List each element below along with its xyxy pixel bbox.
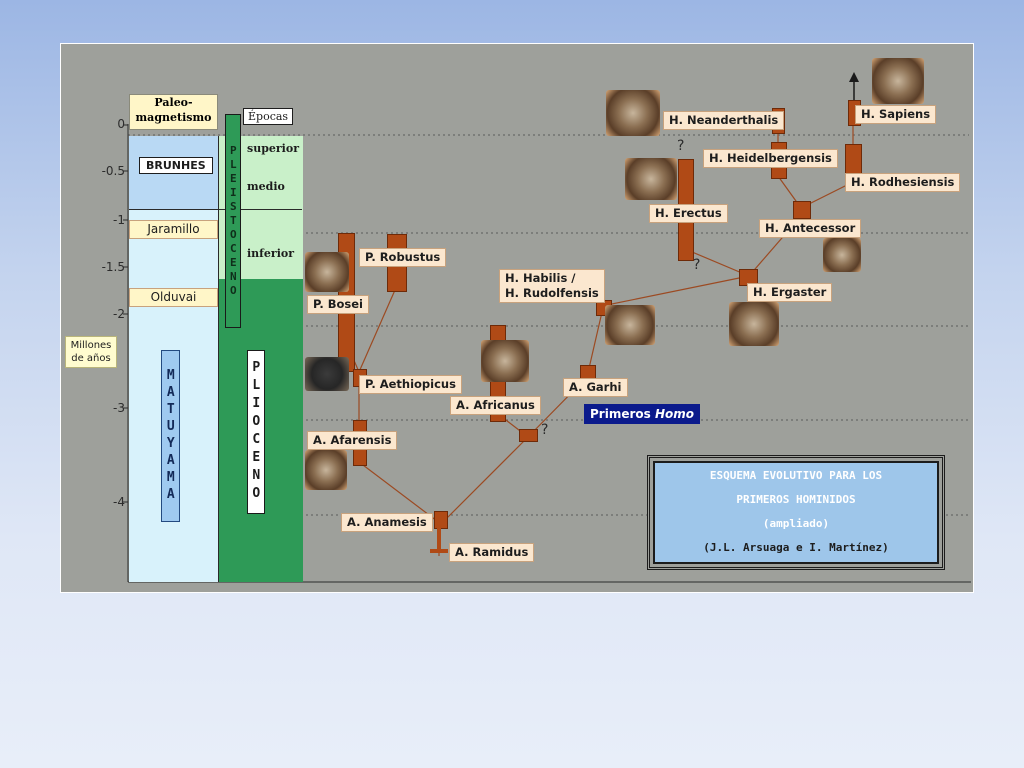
skull-image-h-neanderthalis	[606, 90, 660, 136]
inferior-label: inferior	[247, 247, 295, 260]
diagram-panel: Paleo- magnetismo BRUNHES Jaramillo Oldu…	[60, 43, 974, 593]
diagram-lines	[123, 72, 971, 583]
label-a-garhi: A. Garhi	[563, 378, 628, 397]
bar-intermediate	[519, 429, 538, 442]
label-h-heidelbergensis: H. Heidelbergensis	[703, 149, 838, 168]
label-h-neanderthalis: H. Neanderthalis	[663, 111, 785, 130]
matuyama-text: MATUYAMA	[163, 368, 179, 504]
skull-image-h-ergaster	[729, 302, 779, 346]
primeros-homo-badge: Primeros Homo	[584, 404, 700, 424]
bar-a-garhi	[580, 365, 596, 379]
branch-line	[358, 289, 396, 373]
tick-label-1-5: -1.5	[101, 260, 125, 274]
title-box-inner: ESQUEMA EVOLUTIVO PARA LOS PRIMEROS HOMI…	[653, 461, 939, 564]
skull-image-a-africanus	[481, 340, 529, 382]
title-line-2: PRIMEROS HOMINIDOS	[736, 493, 856, 506]
title-line-1: ESQUEMA EVOLUTIVO PARA LOS	[709, 469, 883, 482]
label-h-rodhesiensis: H. Rodhesiensis	[845, 173, 961, 192]
label-a-anamesis: A. Anamesis	[341, 513, 433, 532]
axis-label-text: Millones de años	[70, 340, 112, 364]
jaramillo-label: Jaramillo	[129, 220, 218, 239]
skull-image-h-habilis	[605, 305, 655, 345]
primeros-homo-text: Primeros	[590, 407, 655, 421]
question-mark: ?	[677, 138, 685, 154]
branch-line	[601, 275, 750, 307]
skull-image-a-afarensis	[305, 450, 347, 490]
tick-label-1: -1	[113, 213, 125, 227]
brunhes-label: BRUNHES	[139, 157, 213, 174]
tick-label-2: -2	[113, 307, 125, 321]
paleomag-header-text: Paleo- magnetismo	[135, 96, 212, 124]
label-h-habilis-line2: H. Rudolfensis	[505, 286, 599, 300]
tick-label-4: -4	[113, 495, 125, 509]
tick-label-0: 0	[117, 117, 125, 131]
superior-label: superior	[247, 142, 299, 155]
bar-a-anamesis	[434, 511, 448, 529]
branch-line	[440, 436, 529, 525]
label-h-habilis: H. Habilis / H. Rudolfensis	[499, 269, 605, 303]
skull-image-h-erectus	[625, 158, 677, 200]
skull-image-h-antecessor	[823, 238, 861, 272]
label-p-robustus: P. Robustus	[359, 248, 447, 267]
label-a-ramidus: A. Ramidus	[449, 543, 535, 562]
question-mark: ?	[693, 257, 701, 273]
pleistocene-label: PLEISTOCENO	[225, 114, 241, 328]
matuyama-label: MATUYAMA	[161, 350, 180, 522]
pleistocene-text: PLEISTOCENO	[226, 144, 240, 298]
medio-label: medio	[247, 180, 285, 193]
label-p-bosei: P. Bosei	[307, 295, 369, 314]
olduvai-label: Olduvai	[129, 288, 218, 307]
pliocene-label: PLIOCENO	[247, 350, 265, 514]
title-box: ESQUEMA EVOLUTIVO PARA LOS PRIMEROS HOMI…	[647, 455, 945, 570]
epoch-divider-1	[218, 209, 302, 210]
bar-a-ramidus-base	[430, 549, 448, 553]
label-p-aethiopicus: P. Aethiopicus	[359, 375, 462, 394]
bar-h-antecessor	[793, 201, 811, 219]
branch-line	[684, 248, 750, 277]
primeros-homo-italic: Homo	[654, 407, 694, 421]
tick-label-3: -3	[113, 401, 125, 415]
epocas-header: Épocas	[243, 108, 294, 125]
label-a-africanus: A. Africanus	[450, 396, 541, 415]
skull-image-h-sapiens	[872, 58, 924, 104]
label-h-antecessor: H. Antecessor	[759, 219, 862, 238]
label-h-erectus: H. Erectus	[649, 204, 728, 223]
label-h-habilis-line1: H. Habilis /	[505, 271, 576, 285]
paleomag-header: Paleo- magnetismo	[129, 94, 218, 130]
pliocene-text: PLIOCENO	[248, 360, 264, 504]
title-line-3: (ampliado)	[762, 517, 830, 530]
arrow-head	[849, 72, 859, 100]
skull-image-p-bosei	[305, 252, 349, 292]
axis-label: Millones de años	[65, 336, 117, 368]
tick-label-0-5: -0.5	[101, 164, 125, 178]
question-mark: ?	[541, 422, 549, 438]
skull-image-p-aethiopicus	[305, 357, 349, 391]
label-a-afarensis: A. Afarensis	[307, 431, 398, 450]
label-h-sapiens: H. Sapiens	[855, 105, 937, 124]
label-h-ergaster: H. Ergaster	[747, 283, 833, 302]
bar-a-ramidus-stem	[437, 526, 441, 552]
title-line-4: (J.L. Arsuaga e I. Martínez)	[703, 541, 889, 554]
